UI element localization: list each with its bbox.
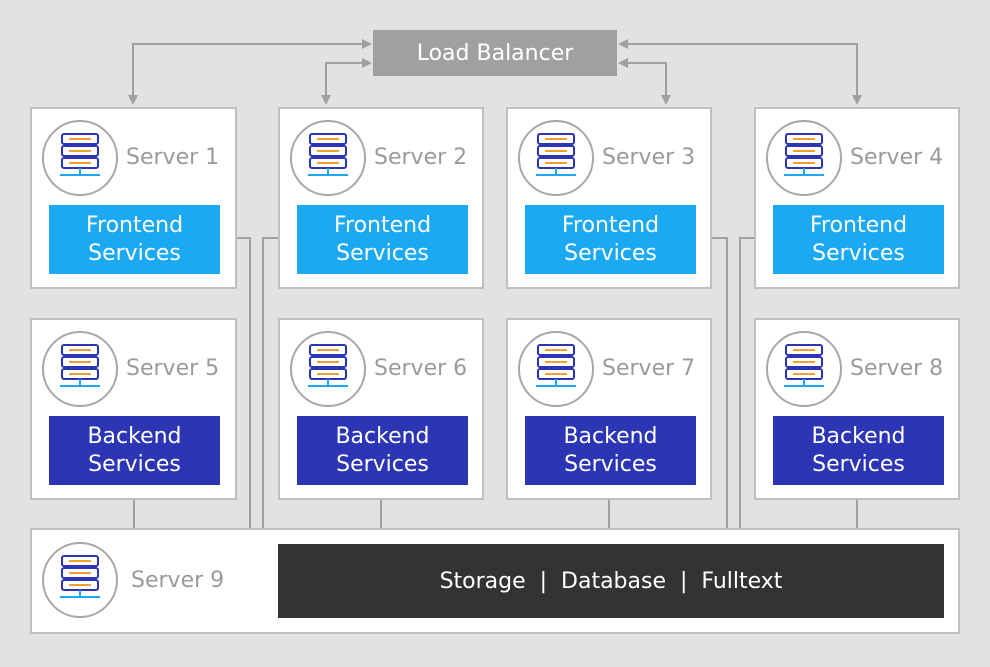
lb-to-server-2-arrow [321,58,372,105]
server-3-to-server-9-line [712,237,728,528]
server-8-icon-circle [766,331,842,407]
server-6-card: Server 6 Backend Services [278,318,484,500]
frontend-services-box: Frontend Services [297,205,468,274]
service-line-2: Services [88,451,181,477]
backend-services-box: Backend Services [773,416,944,485]
frontend-services-box: Frontend Services [525,205,696,274]
server-rack-icon [784,344,824,387]
lb-to-server-4-arrow [618,39,862,105]
server-3-card: Server 3 Frontend Services [506,107,712,289]
lb-to-server-3-arrow [618,58,671,105]
service-line-2: Services [336,451,429,477]
server-5-card: Server 5 Backend Services [30,318,237,500]
service-line-1: Frontend [333,212,432,238]
server-rack-icon [536,133,576,176]
load-balancer-label: Load Balancer [416,40,574,66]
server-9-label: Server 9 [131,568,225,593]
server-6-label: Server 6 [374,356,468,381]
server-6-icon-circle [290,331,366,407]
service-line-2: Services [812,240,905,266]
server-3-label: Server 3 [602,145,696,170]
server-4-icon-circle [766,120,842,196]
server-8-label: Server 8 [850,356,944,381]
service-line-2: Services [564,240,657,266]
server-rack-icon [60,555,100,598]
service-line-2: Services [336,240,429,266]
service-line-1: Backend [87,423,182,449]
service-line-2: Services [88,240,181,266]
lb-to-server-1-arrow [128,39,372,105]
server-2-card: Server 2 Frontend Services [278,107,484,289]
server-9-card: Server 9 Storage | Database | Fulltext [30,528,960,634]
server-rack-icon [308,344,348,387]
server-1-card: Server 1 Frontend Services [30,107,237,289]
service-line-2: Services [812,451,905,477]
server-1-icon-circle [42,120,118,196]
server-4-label: Server 4 [850,145,944,170]
server-2-icon-circle [290,120,366,196]
server-2-to-server-9-line [262,237,279,528]
server-5-icon-circle [42,331,118,407]
server-1-to-server-9-line [236,237,251,528]
service-line-2: Services [564,451,657,477]
server-2-label: Server 2 [374,145,468,170]
server-rack-icon [60,344,100,387]
server-rack-icon [308,133,348,176]
frontend-services-box: Frontend Services [773,205,944,274]
service-line-1: Frontend [561,212,660,238]
storage-services-box: Storage | Database | Fulltext [278,544,944,618]
service-line-1: Backend [563,423,658,449]
server-9-icon-circle [42,542,118,618]
frontend-services-box: Frontend Services [49,205,220,274]
server-7-icon-circle [518,331,594,407]
server-1-label: Server 1 [126,145,220,170]
backend-services-box: Backend Services [49,416,220,485]
server-4-card: Server 4 Frontend Services [754,107,960,289]
service-line-1: Frontend [85,212,184,238]
service-line-1: Backend [335,423,430,449]
service-line-1: Backend [811,423,906,449]
server-7-card: Server 7 Backend Services [506,318,712,500]
server-4-to-server-9-line [739,237,755,528]
server-5-label: Server 5 [126,356,220,381]
server-rack-icon [784,133,824,176]
backend-services-box: Backend Services [525,416,696,485]
server-rack-icon [536,344,576,387]
server-rack-icon [60,133,100,176]
storage-services-label: Storage | Database | Fulltext [439,568,783,594]
service-line-1: Frontend [809,212,908,238]
server-3-icon-circle [518,120,594,196]
server-8-card: Server 8 Backend Services [754,318,960,500]
load-balancer: Load Balancer [373,30,617,76]
backend-services-box: Backend Services [297,416,468,485]
server-7-label: Server 7 [602,356,696,381]
